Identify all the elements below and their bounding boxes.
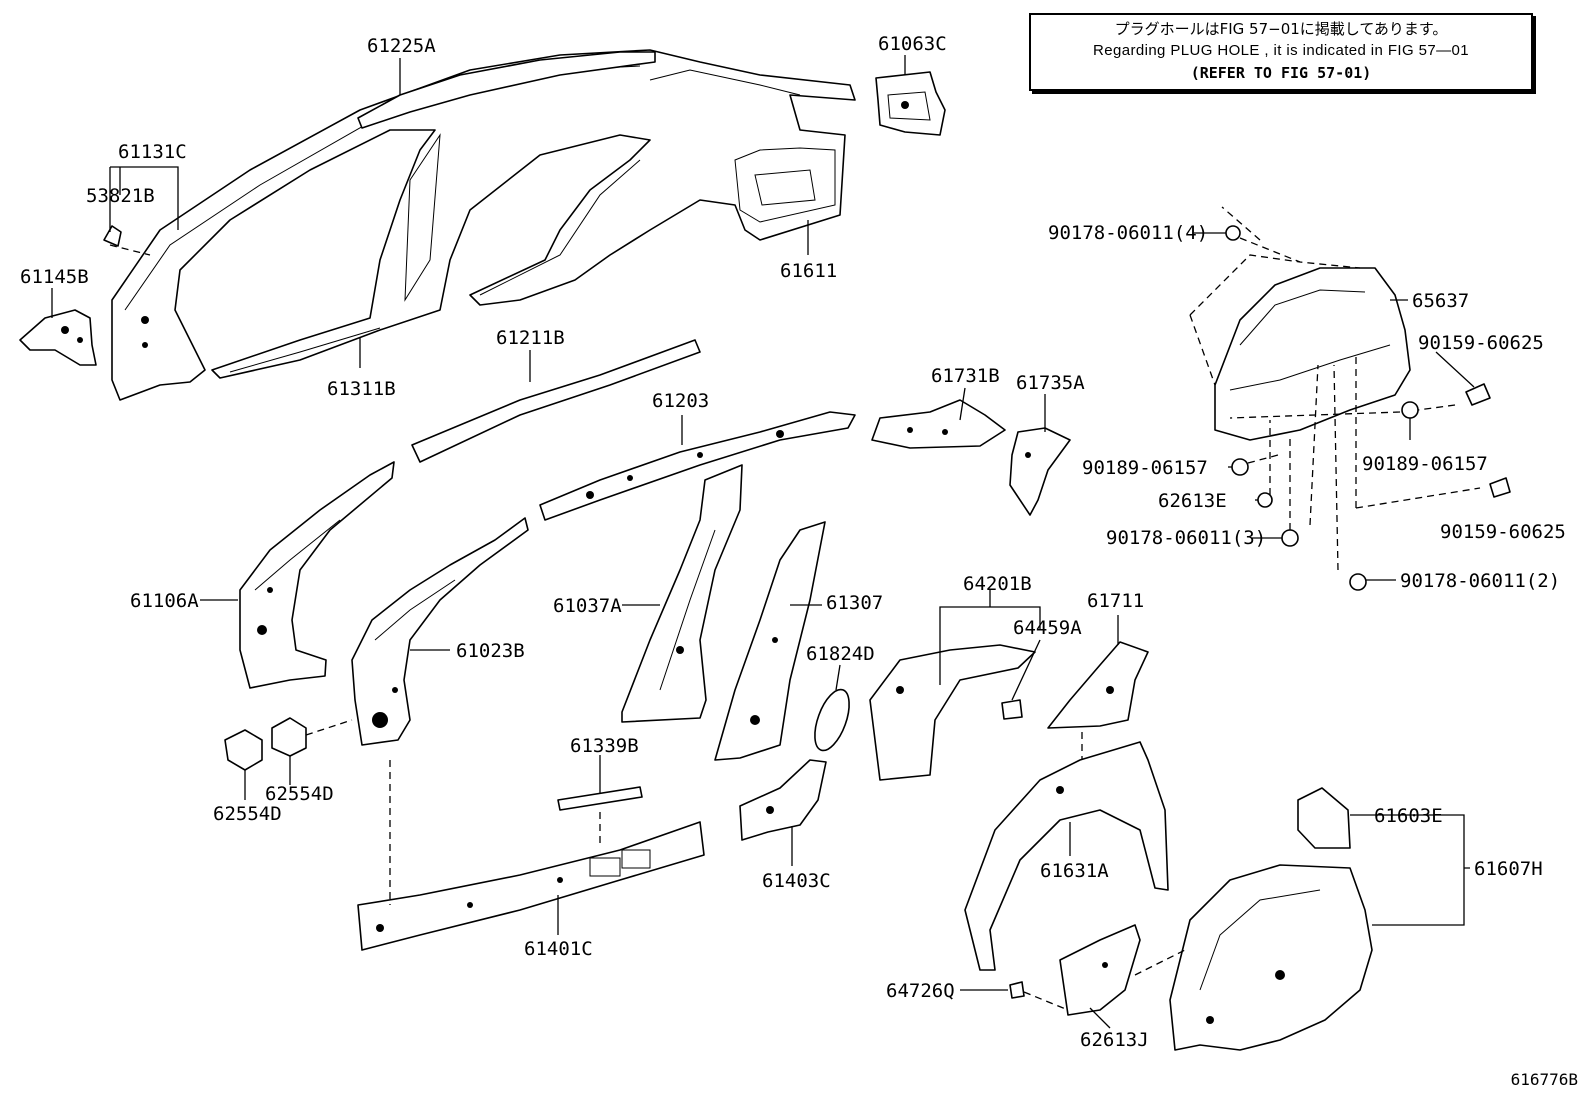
label-61607H[interactable]: 61607H (1474, 858, 1543, 880)
label-90159-60625-b[interactable]: 90159-60625 (1440, 521, 1566, 543)
side-outer-panel-61611[interactable] (111, 49, 856, 401)
assembly-dashed-lines (109, 206, 1481, 1011)
leader-lines (51, 55, 1475, 1029)
a-pillar-inner-61023B[interactable] (351, 517, 529, 746)
label-62554D-upper[interactable]: 62554D (265, 783, 334, 805)
bolt-90159-a[interactable] (1465, 383, 1491, 406)
notice-japanese: プラグホールはFIG 57−01に掲載してあります。 (1114, 20, 1448, 38)
label-90189-06157-a[interactable]: 90189-06157 (1082, 457, 1208, 479)
label-90189-06157-b[interactable]: 90189-06157 (1362, 453, 1488, 475)
clip-62613E[interactable] (1257, 492, 1273, 508)
bumper-pad-64459A[interactable] (1001, 699, 1023, 720)
label-61339B[interactable]: 61339B (570, 735, 639, 757)
quarter-inner-61711[interactable] (1047, 641, 1149, 729)
rocker-inner-61401C[interactable] (357, 821, 705, 951)
label-61307[interactable]: 61307 (826, 592, 883, 614)
label-61401C[interactable]: 61401C (524, 938, 593, 960)
fastener-90178-2[interactable] (1349, 573, 1367, 591)
notice-reference: (REFER TO FIG 57-01) (1190, 64, 1372, 82)
label-62613J[interactable]: 62613J (1080, 1029, 1149, 1051)
b-pillar-outer-61307[interactable] (714, 521, 826, 761)
spacer-61339B[interactable] (557, 786, 643, 811)
label-53821B[interactable]: 53821B (86, 185, 155, 207)
wheelhouse-assy-61607H[interactable] (1169, 864, 1373, 1051)
label-62554D-lower[interactable]: 62554D (213, 803, 282, 825)
label-90159-60625-a[interactable]: 90159-60625 (1418, 332, 1544, 354)
roof-rail-61211B[interactable] (411, 339, 701, 463)
nut-90189-b[interactable] (1231, 458, 1249, 476)
wheelhouse-inner-64201B[interactable] (869, 644, 1036, 781)
label-61063C[interactable]: 61063C (878, 33, 947, 55)
label-61023B[interactable]: 61023B (456, 640, 525, 662)
label-61037A[interactable]: 61037A (553, 595, 622, 617)
fender-liner-65637[interactable] (1214, 267, 1411, 441)
label-61211B[interactable]: 61211B (496, 327, 565, 349)
wheelhouse-outer-61631A[interactable] (964, 741, 1169, 971)
label-61631A[interactable]: 61631A (1040, 860, 1109, 882)
label-61145B[interactable]: 61145B (20, 266, 89, 288)
label-61225A[interactable]: 61225A (367, 35, 436, 57)
nut-90189-a[interactable] (1401, 401, 1419, 419)
label-62613E[interactable]: 62613E (1158, 490, 1227, 512)
label-61711[interactable]: 61711 (1087, 590, 1144, 612)
label-64726Q[interactable]: 64726Q (886, 980, 955, 1002)
fastener-90178-3[interactable] (1281, 529, 1299, 547)
splash-guard-62613J[interactable] (1059, 924, 1141, 1016)
roof-side-rail-61225A[interactable] (357, 51, 656, 129)
rear-bracket-61735A[interactable] (1009, 427, 1071, 516)
a-pillar-outer-61106A[interactable] (239, 461, 395, 689)
label-61603E[interactable]: 61603E (1374, 805, 1443, 827)
label-64201B[interactable]: 64201B (963, 573, 1032, 595)
roof-rail-inner-61203[interactable] (539, 411, 856, 521)
label-61735A[interactable]: 61735A (1016, 372, 1085, 394)
label-61824D[interactable]: 61824D (806, 643, 875, 665)
gusset-61145B[interactable] (19, 309, 97, 366)
label-90178-06011-2[interactable]: 90178-06011(2) (1400, 570, 1560, 592)
diagram-id: 616776B (1510, 1070, 1578, 1089)
patch-62554D-right[interactable] (271, 717, 307, 757)
clip-53821B[interactable] (103, 225, 122, 247)
label-61203[interactable]: 61203 (652, 390, 709, 412)
label-65637[interactable]: 65637 (1412, 290, 1469, 312)
label-61131C[interactable]: 61131C (118, 141, 187, 163)
label-61311B[interactable]: 61311B (327, 378, 396, 400)
label-90178-06011-4[interactable]: 90178-06011(4) (1048, 222, 1208, 244)
part-labels: 61225A 61063C 61131C 53821B 61145B 61611… (20, 33, 1566, 1051)
label-61106A[interactable]: 61106A (130, 590, 199, 612)
bracket-61403C[interactable] (739, 759, 827, 841)
b-pillar-inner-61037A[interactable] (621, 464, 743, 723)
patch-62554D-left[interactable] (224, 729, 263, 771)
bolt-90159-b[interactable] (1489, 477, 1511, 498)
clip-64726Q[interactable] (1009, 981, 1025, 999)
seal-61824D[interactable] (808, 685, 856, 755)
fastener-90178-4[interactable] (1225, 225, 1241, 241)
label-90178-06011-3[interactable]: 90178-06011(3) (1106, 527, 1266, 549)
label-61611[interactable]: 61611 (780, 260, 837, 282)
notice-english: Regarding PLUG HOLE , it is indicated in… (1092, 42, 1469, 59)
label-61403C[interactable]: 61403C (762, 870, 831, 892)
splash-shield-61603E[interactable] (1297, 787, 1351, 849)
label-61731B[interactable]: 61731B (931, 365, 1000, 387)
label-64459A[interactable]: 64459A (1013, 617, 1082, 639)
rear-panel-61731B[interactable] (871, 399, 1006, 449)
rear-bracket-61063C[interactable] (875, 71, 946, 136)
plug-hole-notice: プラグホールはFIG 57−01に掲載してあります。 Regarding PLU… (1029, 13, 1533, 91)
